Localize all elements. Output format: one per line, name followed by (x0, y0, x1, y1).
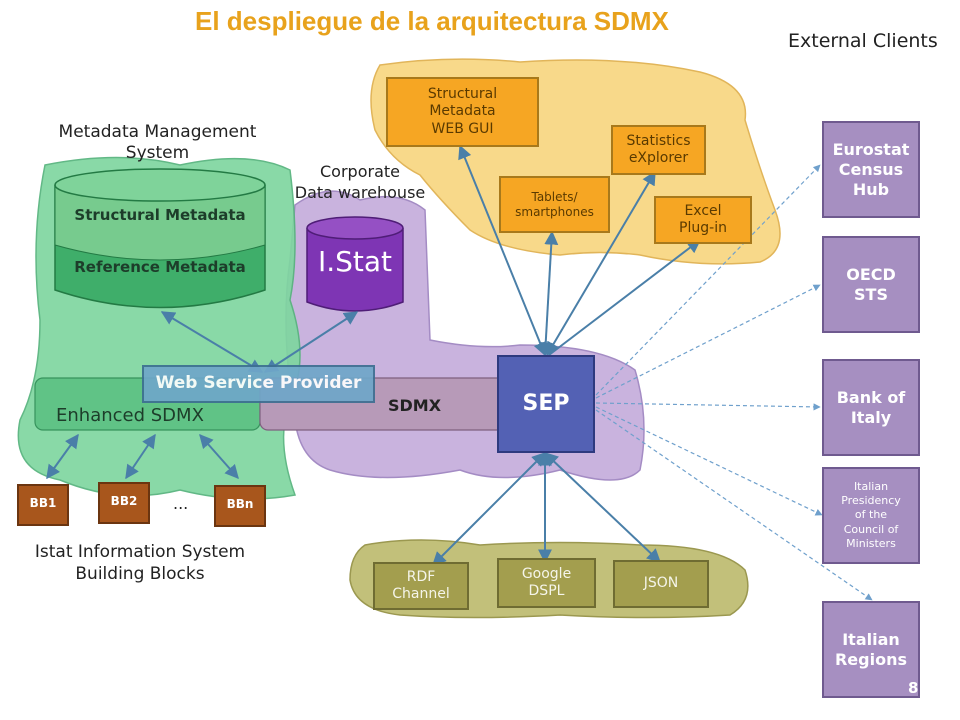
istat-db-body (306, 228, 404, 312)
regions-line2: Regions (834, 649, 907, 669)
tablets-line1: Tablets/ (531, 189, 578, 204)
presidency-line2: Presidency (841, 494, 901, 508)
statistics-explorer-box: Statistics eXplorer (611, 125, 706, 175)
metadata-db-band (54, 185, 266, 261)
cdw-label: Corporate Data warehouse (280, 162, 440, 204)
mms-label-line1: Metadata Management (58, 122, 257, 142)
oecd-sts-box: OECD STS (822, 236, 920, 333)
presidency-line4: Council of (843, 522, 899, 536)
oecd-line1: OECD (846, 264, 896, 284)
page-number: 8 (908, 679, 919, 697)
web-gui-line3: WEB GUI (431, 120, 494, 137)
enhanced-sdmx-label: Enhanced SDMX (56, 405, 204, 426)
stat-explorer-line1: Statistics (626, 132, 691, 149)
building-block-ellipsis: ... (173, 494, 189, 513)
excel-line2: Plug-in (679, 220, 727, 236)
cdw-label-line1: Corporate (320, 162, 400, 181)
italian-presidency-box: Italian Presidency of the Council of Min… (822, 467, 920, 564)
presidency-line3: of the (854, 508, 888, 522)
istat-is-label-line2: Building Blocks (75, 564, 205, 585)
mms-label: Metadata Management System (45, 122, 270, 165)
rdf-line2: Channel (392, 586, 450, 602)
google-dspl-box: Google DSPL (497, 558, 596, 608)
presidency-line1: Italian (853, 479, 889, 493)
presidency-line5: Ministers (846, 536, 896, 550)
istat-is-label: Istat Information System Building Blocks (10, 541, 270, 585)
page-title: El despliegue de la arquitectura SDMX (195, 6, 669, 36)
google-line1: Google (521, 565, 572, 582)
bank-line1: Bank of (836, 387, 906, 407)
oecd-line2: STS (854, 284, 888, 304)
bank-line2: Italy (850, 407, 892, 427)
rdf-line1: RDF (406, 568, 436, 585)
building-block-bb2: BB2 (98, 482, 150, 524)
bank-of-italy-box: Bank of Italy (822, 359, 920, 456)
metadata-db-top (54, 168, 266, 202)
external-clients-label: External Clients (788, 30, 938, 52)
excel-plugin-box: Excel Plug-in (654, 196, 752, 244)
web-gui-line2: Metadata (429, 103, 496, 120)
building-block-bbn: BBn (214, 485, 266, 527)
regions-line1: Italian (842, 629, 900, 649)
italian-regions-box: Italian Regions (822, 601, 920, 698)
tablets-line2: smartphones (515, 204, 594, 219)
cdw-label-line2: Data warehouse (294, 182, 426, 202)
eurostat-line1: Eurostat (832, 139, 910, 159)
web-service-provider-box: Web Service Provider (142, 365, 375, 403)
google-line2: DSPL (528, 583, 565, 599)
istat-is-label-line1: Istat Information System (34, 542, 246, 562)
tablets-smartphones-box: Tablets/ smartphones (499, 176, 610, 233)
building-block-bb1: BB1 (17, 484, 69, 526)
structural-metadata-web-gui-box: Structural Metadata WEB GUI (386, 77, 539, 147)
rdf-channel-box: RDF Channel (373, 562, 469, 610)
stat-explorer-line2: eXplorer (628, 150, 689, 166)
eurostat-line2: Census (838, 159, 904, 179)
istat-db-top (306, 216, 404, 240)
eurostat-line3: Hub (852, 179, 890, 199)
mms-label-line2: System (125, 143, 190, 164)
json-box: JSON (613, 560, 709, 608)
reference-metadata-label: Reference Metadata (74, 258, 246, 276)
eurostat-census-hub-box: Eurostat Census Hub (822, 121, 920, 218)
excel-line1: Excel (684, 202, 722, 219)
istat-label: I.Stat (317, 245, 393, 278)
sdmx-label: SDMX (388, 396, 442, 415)
structural-metadata-label: Structural Metadata (74, 206, 246, 224)
sep-box: SEP (497, 355, 595, 453)
web-gui-line1: Structural (427, 85, 498, 102)
